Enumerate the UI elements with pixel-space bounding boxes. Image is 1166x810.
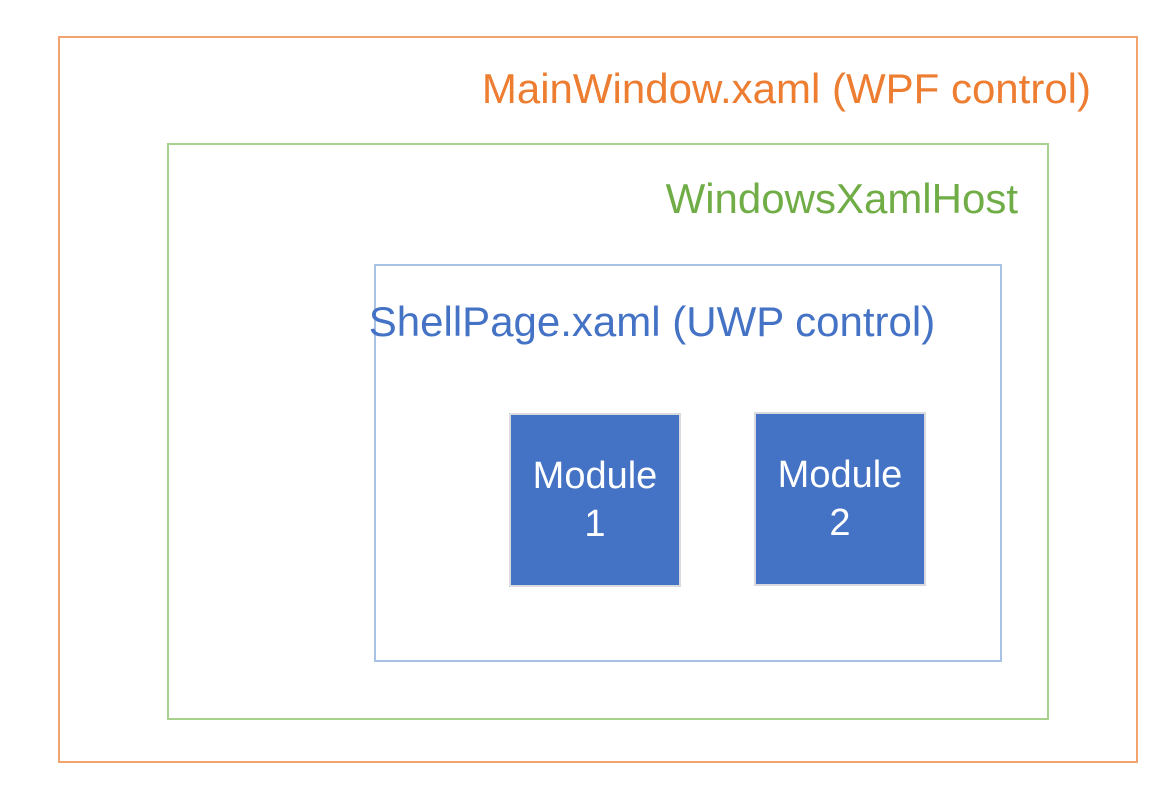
module-2-name: Module [777, 454, 903, 496]
shellpage-uwp-label-text: ShellPage.xaml (UWP control) [368, 298, 936, 345]
windowsxamlhost-label: WindowsXamlHost [665, 175, 1018, 222]
module-1-number: 1 [584, 503, 606, 545]
module-1-box: Module 1 [509, 413, 681, 587]
module-1-name: Module [532, 455, 658, 497]
module-2-box: Module 2 [754, 412, 926, 586]
shellpage-uwp-label: ShellPage.xaml (UWP control) [369, 297, 1000, 347]
windowsxamlhost-box: WindowsXamlHost ShellPage.xaml (UWP cont… [167, 143, 1049, 720]
shellpage-uwp-box: ShellPage.xaml (UWP control) Module 1 Mo… [369, 264, 1002, 662]
module-2-number: 2 [829, 502, 851, 544]
mainwindow-wpf-label: MainWindow.xaml (WPF control) [481, 65, 1091, 112]
mainwindow-wpf-box: MainWindow.xaml (WPF control) WindowsXam… [58, 36, 1138, 763]
